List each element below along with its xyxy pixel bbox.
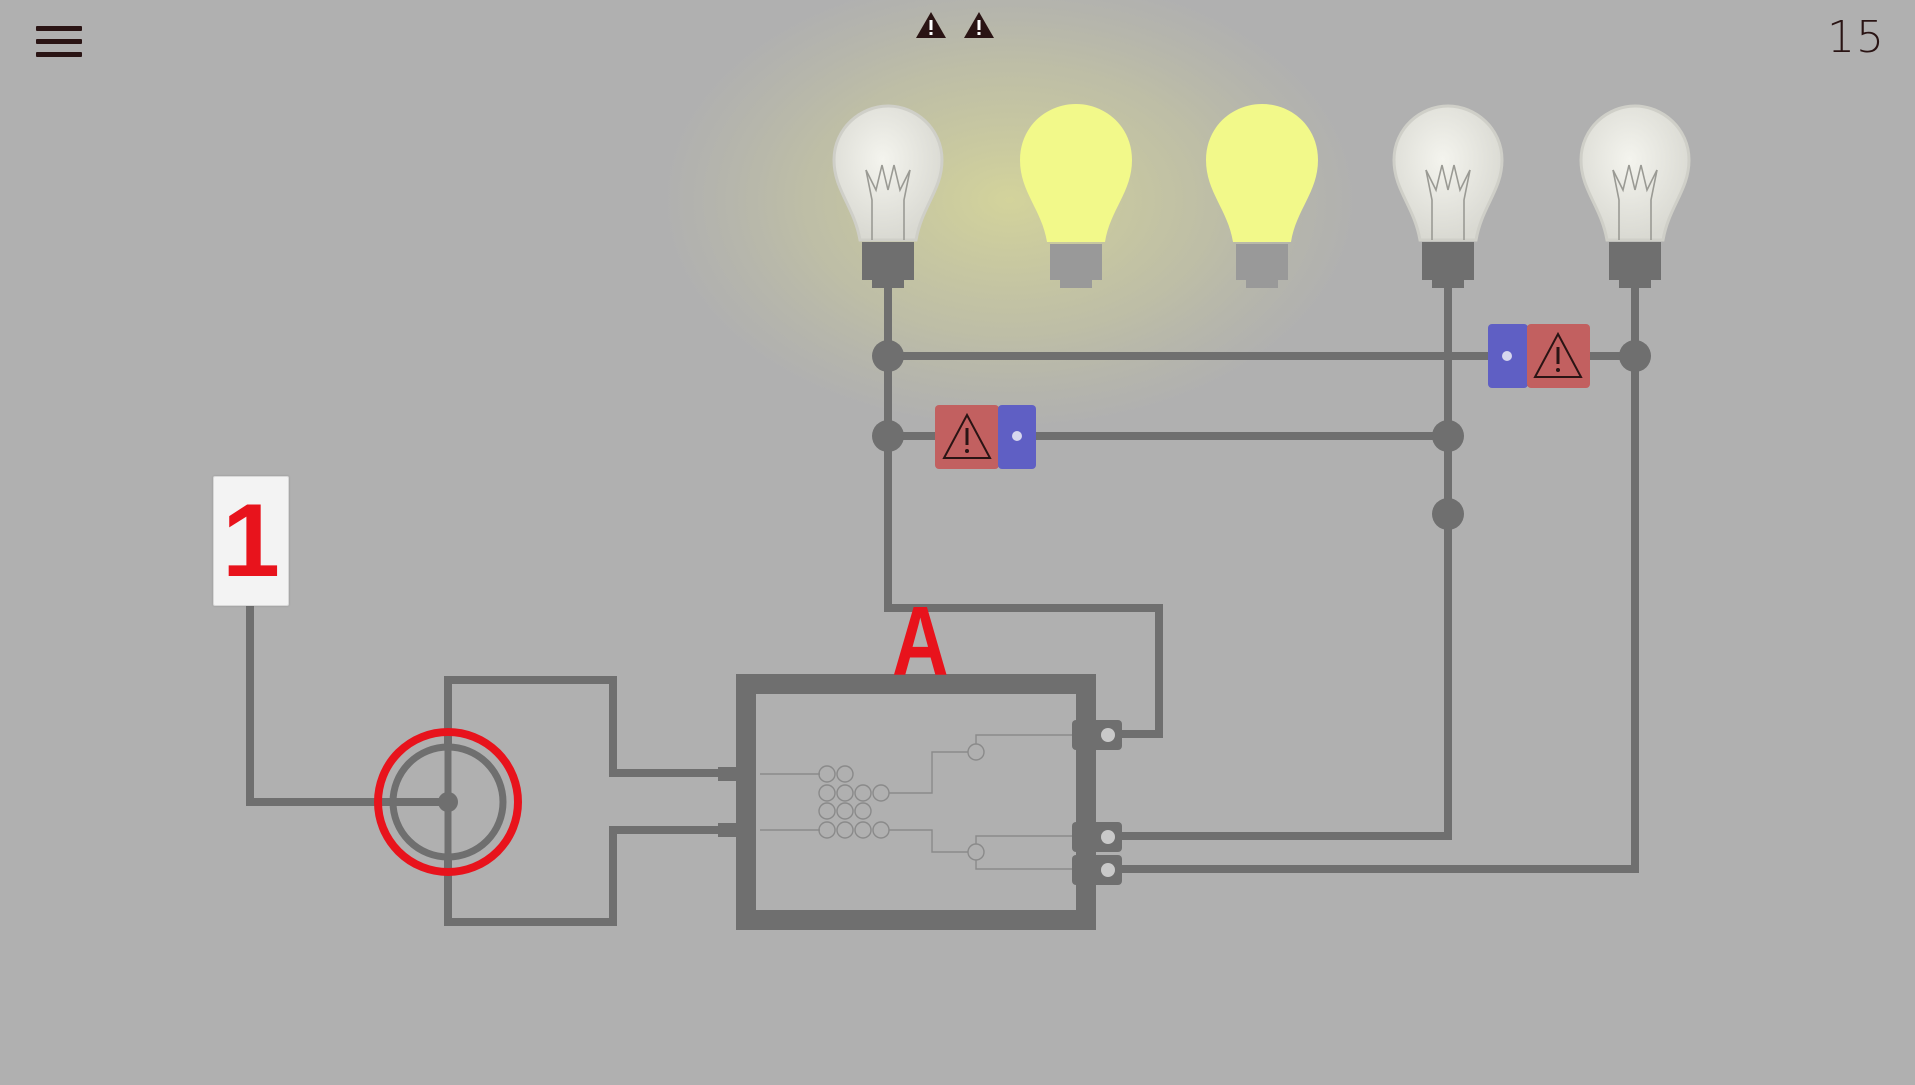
- junction-dot: [1619, 340, 1651, 372]
- junctions: [872, 340, 1651, 530]
- input-value-card[interactable]: 1: [213, 476, 289, 606]
- bulb-glow: [660, 0, 1360, 430]
- warning-diode-left[interactable]: [935, 405, 1036, 469]
- light-bulb-5: [1579, 104, 1691, 288]
- junction-dot: [872, 340, 904, 372]
- junction-dot: [1432, 498, 1464, 530]
- light-bulb-3: [1206, 104, 1318, 288]
- chip-internal-logic: [760, 734, 1072, 870]
- warning-icon: [964, 12, 994, 38]
- wires: [246, 285, 1639, 926]
- warning-diode-right[interactable]: [1488, 324, 1590, 388]
- warning-icon: [916, 12, 946, 38]
- chip-a[interactable]: [718, 674, 1122, 930]
- junction-dot: [1432, 420, 1464, 452]
- level-number: 15: [1827, 12, 1885, 63]
- rotary-switch[interactable]: [374, 728, 522, 876]
- input-value: 1: [222, 483, 280, 599]
- warning-indicators: [914, 10, 996, 40]
- light-bulb-1: [832, 104, 944, 288]
- hamburger-menu-icon[interactable]: [36, 26, 84, 66]
- light-bulb-4: [1392, 104, 1504, 288]
- light-bulb-2: [1020, 104, 1132, 288]
- junction-dot: [872, 420, 904, 452]
- chip-label: A: [892, 586, 949, 696]
